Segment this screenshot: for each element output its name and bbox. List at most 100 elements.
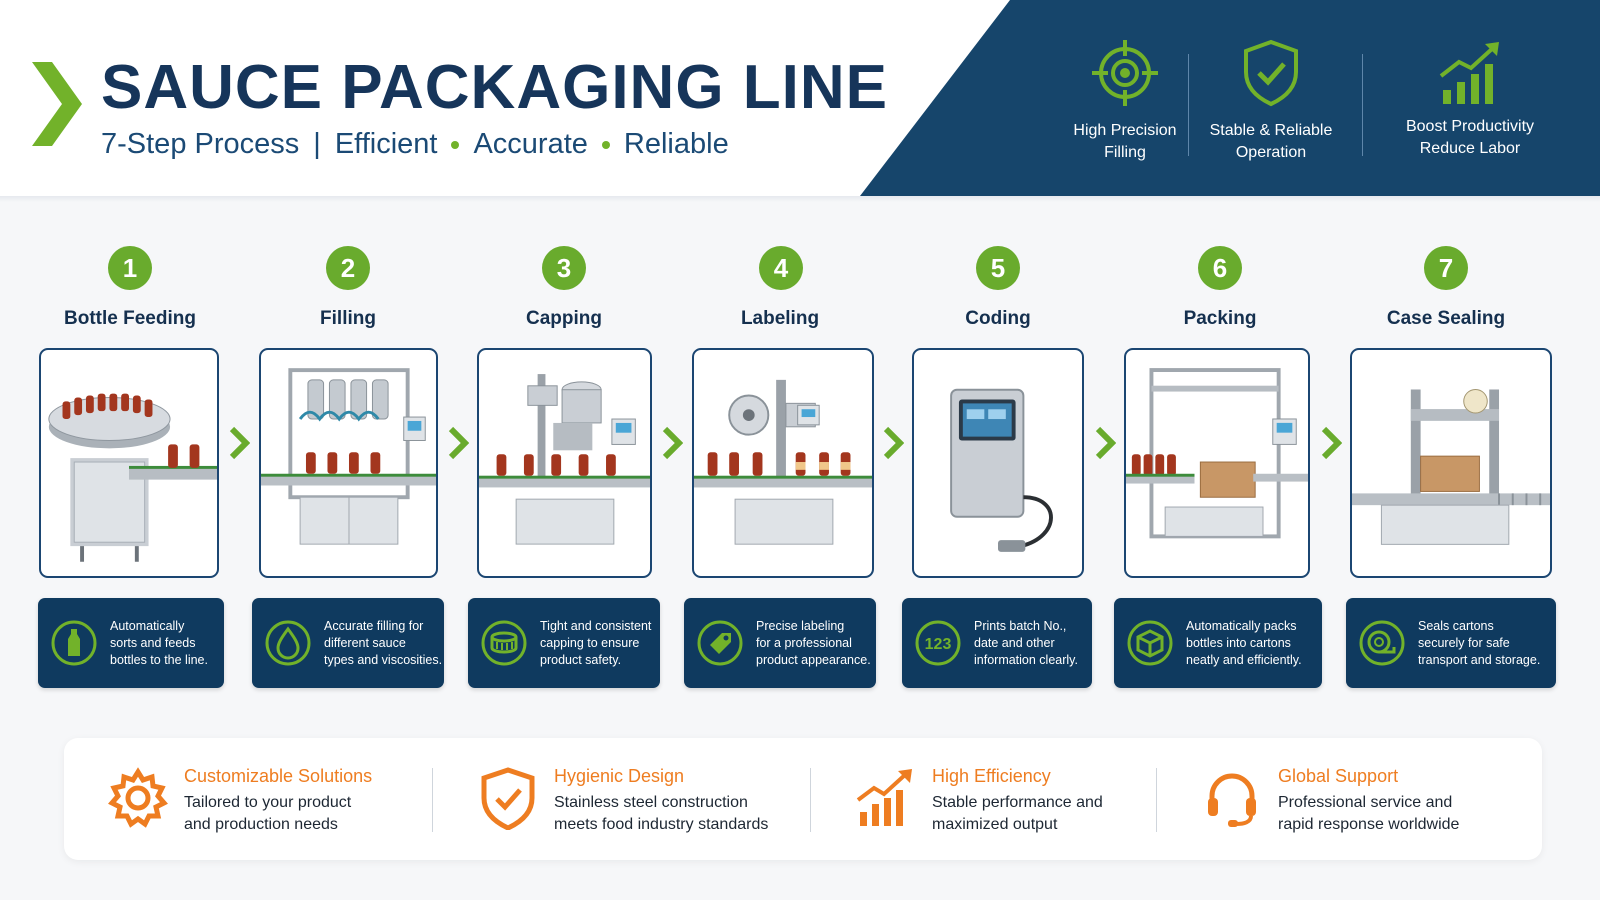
step-description-card: Accurate filling for different sauce typ…: [252, 598, 444, 688]
shield-check-icon: [481, 767, 535, 830]
target-icon: [1092, 40, 1158, 106]
tape-roll-icon: [1359, 620, 1405, 666]
step-number: 3: [542, 246, 586, 290]
step-description: Tight and consistent capping to ensure p…: [540, 618, 652, 667]
step-description-card: Seals cartons securely for safe transpor…: [1346, 598, 1556, 688]
label-tag-icon: [697, 620, 743, 666]
feature-productivity: Boost Productivity Reduce Labor: [1370, 30, 1570, 160]
step-number: 7: [1424, 246, 1468, 290]
labeling-machine-illustration: [694, 379, 872, 545]
feature-high-precision: High Precision Filling: [1040, 30, 1210, 164]
box-icon: [1127, 620, 1173, 666]
machine-image-labeling: [692, 348, 874, 578]
page-title: SAUCE PACKAGING LINE: [101, 53, 889, 122]
step-number: 4: [759, 246, 803, 290]
feature-divider: [1188, 54, 1189, 156]
step-description: Automatically sorts and feeds bottles to…: [110, 618, 208, 667]
machine-image-bottle-feeding: [39, 348, 219, 578]
page-subtitle: 7-Step Process | Efficient Accurate Reli…: [101, 128, 729, 161]
machine-image-filling: [259, 348, 438, 578]
benefit-title: Global Support: [1278, 766, 1399, 786]
machine-image-case-sealing: [1350, 348, 1552, 578]
step-title: Case Sealing: [1386, 308, 1506, 329]
bottle-sorter-illustration: [48, 393, 217, 562]
code-123-icon: 123: [915, 620, 961, 666]
benefit-description: Professional service and rapid response …: [1278, 794, 1460, 833]
step-description: Accurate filling for different sauce typ…: [324, 618, 443, 667]
subtitle-separator: |: [313, 128, 321, 160]
chevron-logo-icon: [32, 62, 82, 146]
feature-stable: Stable & Reliable Operation: [1186, 30, 1356, 164]
step-description: Automatically packs bottles into cartons…: [1186, 618, 1302, 667]
case-sealer-illustration: [1352, 388, 1550, 545]
subtitle-dot: [451, 140, 460, 149]
bottle-icon: [51, 620, 97, 666]
benefit-global-support: Global Support Professional service and …: [1200, 738, 1520, 860]
step-number: 1: [108, 246, 152, 290]
gear-icon: [108, 767, 168, 828]
step-number: 2: [326, 246, 370, 290]
benefit-title: Customizable Solutions: [184, 766, 373, 786]
benefit-description: Stable performance and maximized output: [932, 794, 1103, 833]
feature-label: Stable & Reliable Operation: [1209, 122, 1333, 161]
benefit-description: Stainless steel construction meets food …: [554, 794, 769, 833]
step-description-card: Tight and consistent capping to ensure p…: [468, 598, 660, 688]
benefit-description: Tailored to your product and production …: [184, 794, 352, 833]
filling-machine-illustration: [261, 368, 436, 545]
step-description: Precise labeling for a professional prod…: [756, 618, 871, 667]
benefit-divider: [1156, 768, 1157, 832]
step-title: Labeling: [740, 308, 820, 329]
benefit-efficiency: High Efficiency Stable performance and m…: [854, 738, 1154, 860]
step-title: Coding: [965, 308, 1031, 329]
step-description-card: Automatically sorts and feeds bottles to…: [38, 598, 224, 688]
subtitle-keyword: Reliable: [623, 128, 729, 160]
step-title: Bottle Feeding: [64, 308, 196, 329]
cap-icon: [481, 620, 527, 666]
chevron-right-icon: [1321, 426, 1342, 460]
step-number: 5: [976, 246, 1020, 290]
growth-chart-icon: [1439, 42, 1499, 104]
capping-machine-illustration: [479, 374, 650, 545]
benefits-panel: Customizable Solutions Tailored to your …: [64, 738, 1542, 860]
machine-image-coding: [912, 348, 1084, 578]
step-description: Seals cartons securely for safe transpor…: [1418, 618, 1541, 667]
benefit-customizable: Customizable Solutions Tailored to your …: [106, 738, 426, 860]
feature-label: High Precision Filling: [1073, 122, 1177, 161]
step-description-card: Precise labeling for a professional prod…: [684, 598, 876, 688]
benefit-hygienic: Hygienic Design Stainless steel construc…: [476, 738, 806, 860]
machine-image-packing: [1124, 348, 1310, 578]
step-description-card: 123 Prints batch No., date and other inf…: [902, 598, 1092, 688]
machine-image-capping: [477, 348, 652, 578]
benefit-divider: [810, 768, 811, 832]
benefit-title: Hygienic Design: [554, 766, 685, 786]
subtitle-dot: [601, 140, 610, 149]
subtitle-lead: 7-Step Process: [101, 128, 300, 160]
shield-check-icon: [1244, 39, 1298, 107]
step-description: Prints batch No., date and other informa…: [974, 618, 1078, 667]
chevron-right-icon: [448, 426, 469, 460]
chevron-right-icon: [1095, 426, 1116, 460]
subtitle-keyword: Efficient: [334, 128, 438, 160]
step-title: Filling: [320, 308, 376, 329]
benefit-title: High Efficiency: [932, 766, 1051, 786]
drop-icon: [265, 620, 311, 666]
step-number: 6: [1198, 246, 1242, 290]
chevron-right-icon: [229, 426, 250, 460]
feature-divider: [1362, 54, 1363, 156]
benefit-divider: [432, 768, 433, 832]
header-features: High Precision Filling Stable & Reliable…: [1040, 30, 1580, 170]
subtitle-keyword: Accurate: [473, 128, 588, 160]
chevron-right-icon: [883, 426, 904, 460]
inkjet-coder-illustration: [950, 388, 1053, 552]
header-shadow: [0, 196, 1600, 202]
step-title: Packing: [1183, 308, 1257, 329]
case-packer-illustration: [1126, 368, 1308, 539]
step-description-card: Automatically packs bottles into cartons…: [1114, 598, 1322, 688]
code-glyph: 123: [925, 636, 952, 653]
feature-label: Boost Productivity Reduce Labor: [1405, 118, 1535, 157]
growth-chart-icon: [856, 769, 912, 826]
headset-icon: [1208, 773, 1256, 827]
header: SAUCE PACKAGING LINE 7-Step Process | Ef…: [0, 0, 1600, 196]
chevron-right-icon: [662, 426, 683, 460]
step-title: Capping: [526, 308, 602, 329]
